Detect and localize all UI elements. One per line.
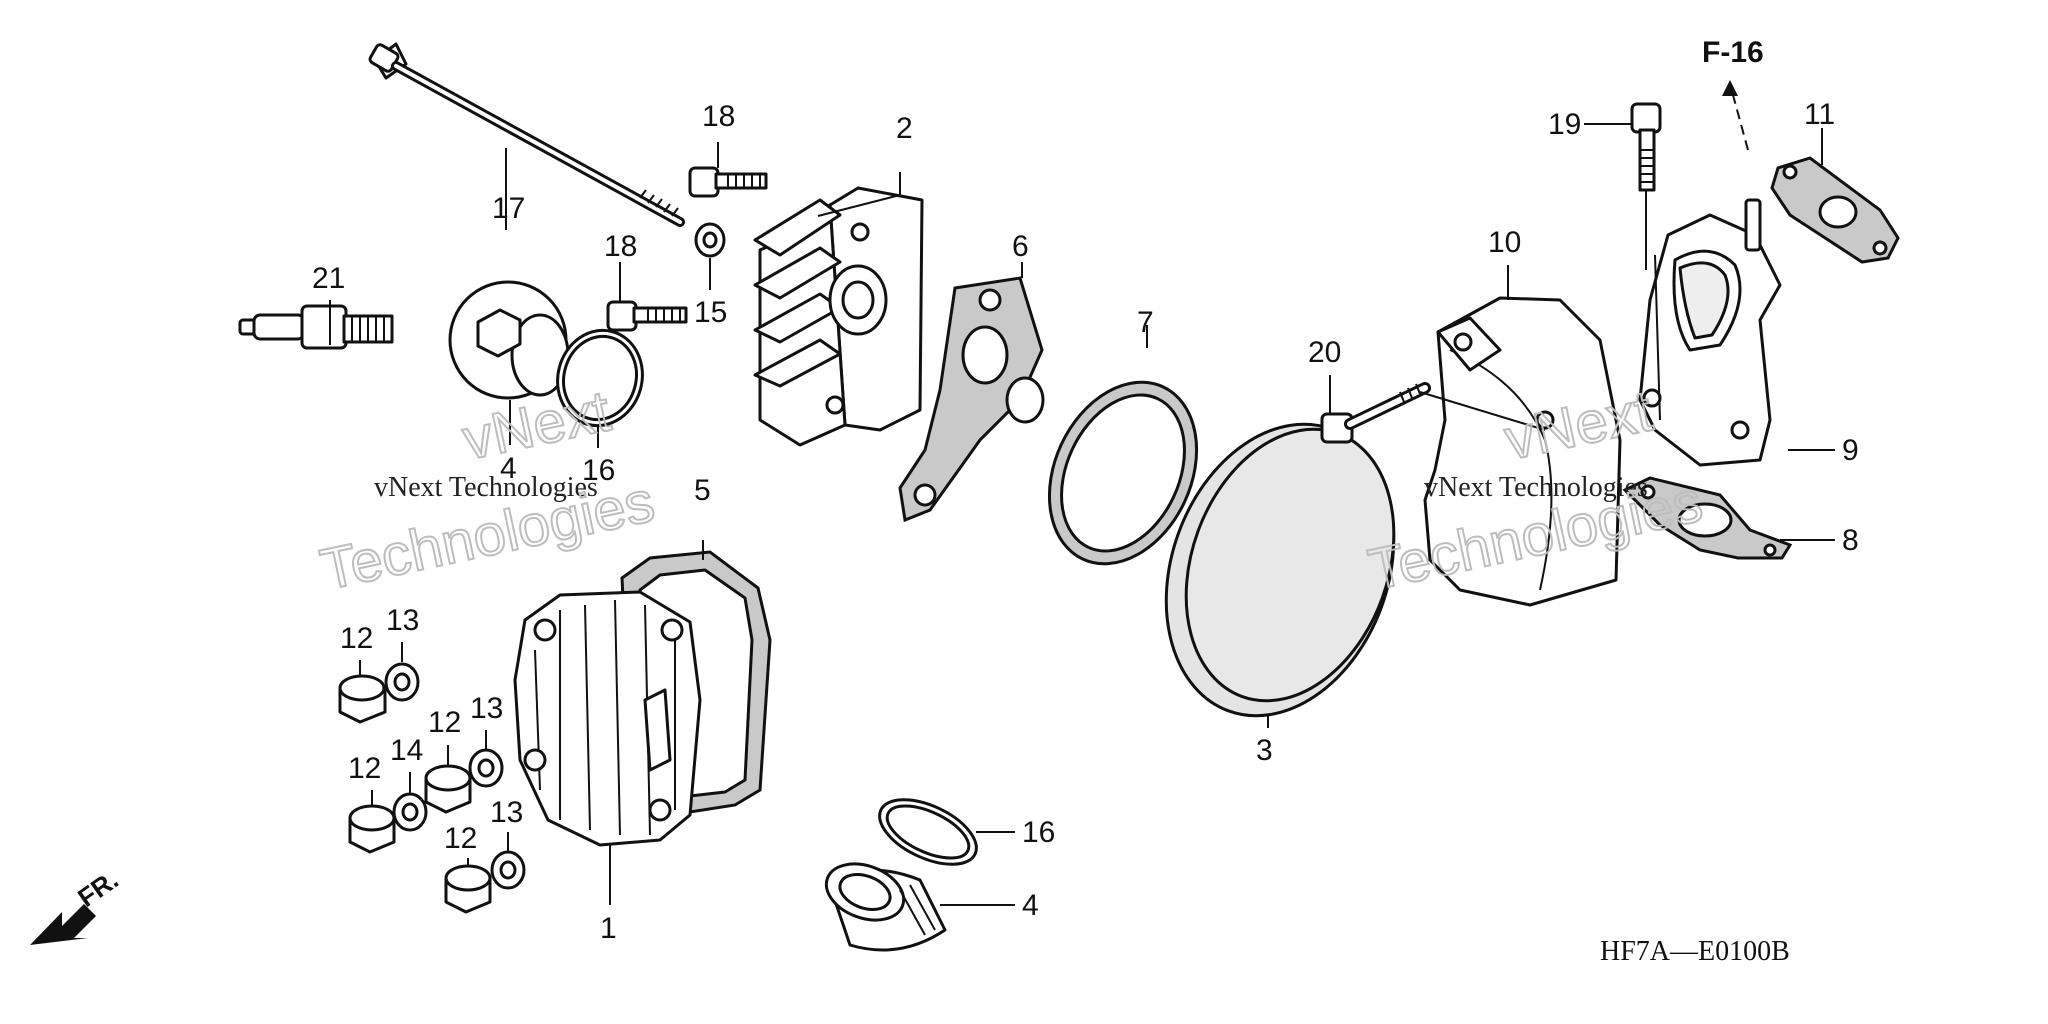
label-4-upper: 4 xyxy=(500,452,517,485)
label-12-c: 12 xyxy=(348,752,381,785)
label-13-c: 13 xyxy=(490,796,523,829)
label-18-lower: 18 xyxy=(604,230,637,263)
watermark-left-line: vNext Technologies xyxy=(374,472,598,503)
label-19: 19 xyxy=(1548,108,1581,141)
bolt-18-upper[interactable] xyxy=(688,166,768,198)
watermark-left: vNext Technologies vNext Technologies xyxy=(314,377,661,603)
head-cover-2[interactable] xyxy=(753,172,924,447)
cap-nut-12-b[interactable] xyxy=(424,764,472,814)
stud-bolt-17[interactable] xyxy=(368,42,685,227)
leader-lines xyxy=(329,80,1835,906)
cap-4-upper[interactable] xyxy=(448,280,570,400)
label-13-b: 13 xyxy=(470,692,503,725)
front-label: FR. xyxy=(72,864,124,913)
label-12-a: 12 xyxy=(340,622,373,655)
label-21: 21 xyxy=(312,262,345,295)
label-16-lower: 16 xyxy=(1022,816,1055,849)
diagram-code: HF7A—E0100B xyxy=(1600,936,1790,967)
label-16-upper: 16 xyxy=(582,454,615,487)
washer-15[interactable] xyxy=(694,222,726,258)
label-3: 3 xyxy=(1256,734,1273,767)
cap-nut-12-a[interactable] xyxy=(338,674,387,724)
bolt-18-lower[interactable] xyxy=(606,300,688,332)
label-11: 11 xyxy=(1804,98,1835,131)
label-17: 17 xyxy=(492,192,525,225)
label-12-d: 12 xyxy=(444,822,477,855)
oring-16-upper[interactable] xyxy=(547,321,653,435)
cap-nut-12-d[interactable] xyxy=(444,864,492,914)
cap-4-lower[interactable] xyxy=(819,854,947,952)
label-20: 20 xyxy=(1308,336,1341,369)
label-15: 15 xyxy=(694,296,727,329)
label-7: 7 xyxy=(1137,306,1154,339)
gasket-8[interactable] xyxy=(1622,476,1793,560)
spark-plug-21[interactable] xyxy=(238,304,394,350)
label-6: 6 xyxy=(1012,230,1029,263)
bolt-20[interactable] xyxy=(1320,382,1431,444)
side-cover-1[interactable] xyxy=(513,590,702,847)
label-10: 10 xyxy=(1488,226,1521,259)
front-arrow-icon xyxy=(30,904,96,945)
label-9: 9 xyxy=(1842,434,1859,467)
label-4-lower: 4 xyxy=(1022,889,1039,922)
bolt-19[interactable] xyxy=(1630,102,1662,270)
gasket-ring-7[interactable] xyxy=(1021,358,1225,588)
washer-13-b[interactable] xyxy=(468,748,504,788)
oring-16-lower[interactable] xyxy=(870,786,986,877)
label-2: 2 xyxy=(896,112,913,145)
label-1: 1 xyxy=(600,912,617,945)
label-14: 14 xyxy=(390,734,423,767)
washer-14[interactable] xyxy=(392,792,428,832)
intake-cover-10[interactable] xyxy=(1419,296,1622,607)
washer-13-a[interactable] xyxy=(384,662,420,702)
disc-cover-3[interactable] xyxy=(1127,392,1433,748)
reference-label: F-16 xyxy=(1702,36,1764,69)
intake-pipe-9[interactable] xyxy=(1638,198,1782,467)
washer-13-c[interactable] xyxy=(490,850,526,890)
cap-nut-12-c[interactable] xyxy=(348,804,396,854)
label-13-a: 13 xyxy=(386,604,419,637)
label-8: 8 xyxy=(1842,524,1859,557)
gasket-6[interactable] xyxy=(898,276,1045,523)
label-12-b: 12 xyxy=(428,706,461,739)
gasket-11[interactable] xyxy=(1770,156,1900,264)
label-5: 5 xyxy=(694,474,711,507)
watermark-right-line: vNext Technologies xyxy=(1424,472,1648,503)
label-18-upper: 18 xyxy=(702,100,735,133)
